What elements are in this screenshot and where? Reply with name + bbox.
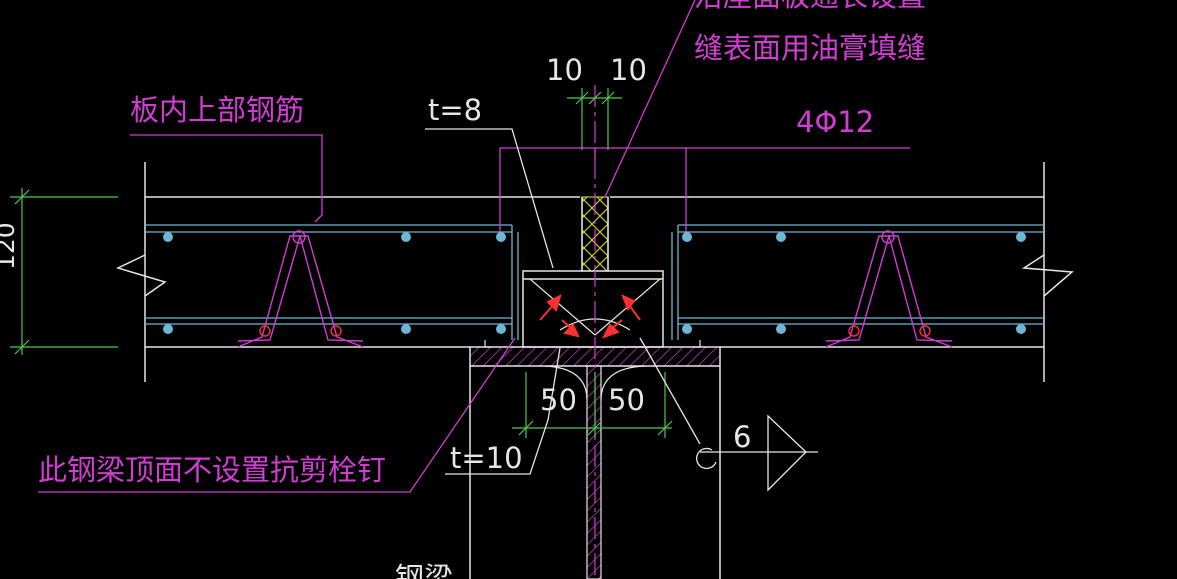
truss-bar-right (825, 230, 953, 348)
leader-lines-magenta (38, 0, 696, 493)
label-top-line1: 沿座面板通长设置 (694, 0, 926, 13)
rebar-lines (145, 224, 1044, 340)
label-dim-50-left: 50 (540, 383, 577, 417)
label-dim-120: 120 (0, 222, 20, 270)
dim-50-50 (512, 372, 673, 438)
label-4phi12: 4Φ12 (796, 105, 874, 139)
beam-sides (469, 366, 721, 579)
beam-fillets (544, 365, 646, 401)
slab-outline (115, 162, 1074, 382)
beam-web (586, 365, 602, 579)
dim-10-10 (567, 88, 622, 150)
label-top-line2: 缝表面用油膏填缝 (694, 31, 926, 65)
weld-arrows (539, 294, 641, 339)
label-top-rebar: 板内上部钢筋 (130, 93, 304, 127)
label-no-studs: 此钢梁顶面不设置抗剪栓钉 (38, 453, 386, 487)
slab-end-marks (484, 340, 701, 348)
label-dim-10-right: 10 (610, 53, 647, 87)
label-plate-t10: t=10 (450, 441, 523, 475)
leader-lines-white (425, 128, 818, 492)
label-plate-t8: t=8 (428, 93, 482, 127)
dim-120 (10, 188, 118, 355)
label-dim-50-right: 50 (608, 383, 645, 417)
label-weld-size: 6 (733, 420, 751, 454)
joint-bars (499, 147, 910, 232)
label-steel-beam: 钢梁 (395, 561, 453, 579)
truss-bar-left (237, 230, 364, 348)
rebar-dots (163, 232, 1026, 334)
label-dim-10-left: 10 (546, 53, 583, 87)
